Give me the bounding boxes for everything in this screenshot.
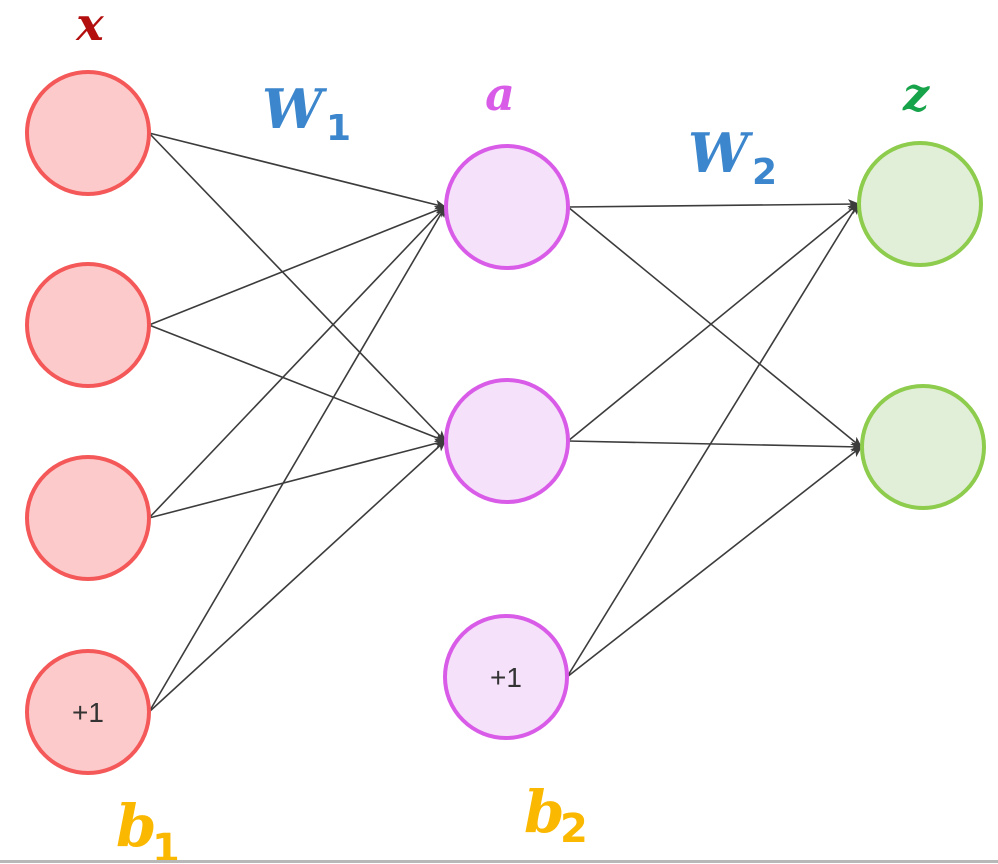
svg-text:2: 2 xyxy=(752,152,777,193)
edge-input-2-to-hidden-2 xyxy=(148,324,447,443)
node-circle xyxy=(25,70,151,196)
node-text: +1 xyxy=(490,662,522,693)
hidden-bias-node: +1 xyxy=(443,614,569,740)
edge-hidden-2-to-output-2 xyxy=(567,440,863,452)
output-node-2 xyxy=(860,384,986,510)
edge-input-2-to-hidden-1 xyxy=(148,206,447,326)
edge-input-4-to-hidden-2 xyxy=(148,439,447,713)
edge-hidden-1-to-output-2 xyxy=(567,206,863,449)
output-layer-label: z xyxy=(902,67,930,121)
weight-label-w2: W 2 xyxy=(688,121,777,193)
edges-group xyxy=(148,132,863,713)
node-circle xyxy=(860,384,986,510)
input-node-3 xyxy=(25,455,151,581)
svg-text:W: W xyxy=(688,121,754,185)
node-circle xyxy=(857,141,983,267)
nodes-group: +1 +1 xyxy=(25,70,986,775)
output-node-1 xyxy=(857,141,983,267)
input-bias-node: +1 xyxy=(25,649,151,775)
svg-text:1: 1 xyxy=(326,108,351,149)
svg-text:b: b xyxy=(116,792,157,860)
input-node-1 xyxy=(25,70,151,196)
node-circle xyxy=(25,262,151,388)
weight-label-w1: W 1 xyxy=(262,77,351,149)
node-circle xyxy=(444,378,570,504)
edge-input-3-to-hidden-2 xyxy=(148,438,447,519)
edge-input-3-to-hidden-1 xyxy=(148,205,447,519)
node-circle xyxy=(25,649,151,775)
edge-input-4-to-hidden-1 xyxy=(148,205,447,713)
edge-hidden-1-to-output-1 xyxy=(567,199,860,210)
hidden-layer-label: a xyxy=(485,67,515,121)
edge-input-1-to-hidden-2 xyxy=(148,132,447,443)
node-circle xyxy=(25,455,151,581)
node-circle xyxy=(443,614,569,740)
bias-label-b2: b 2 xyxy=(524,778,588,852)
edge-input-1-to-hidden-1 xyxy=(148,132,447,210)
svg-text:2: 2 xyxy=(560,806,588,852)
svg-text:b: b xyxy=(524,778,565,846)
input-node-2 xyxy=(25,262,151,388)
hidden-node-2 xyxy=(444,378,570,504)
svg-text:W: W xyxy=(262,77,328,141)
edge-hidden-3-to-output-1 xyxy=(566,202,860,678)
bias-label-b1: b 1 xyxy=(116,792,180,864)
node-circle xyxy=(444,144,570,270)
node-text: +1 xyxy=(72,697,104,728)
svg-text:1: 1 xyxy=(152,826,180,864)
edge-hidden-2-to-output-1 xyxy=(567,202,860,442)
hidden-node-1 xyxy=(444,144,570,270)
bottom-border xyxy=(0,860,998,863)
edge-hidden-3-to-output-2 xyxy=(566,445,863,678)
input-layer-label: x xyxy=(75,0,104,51)
